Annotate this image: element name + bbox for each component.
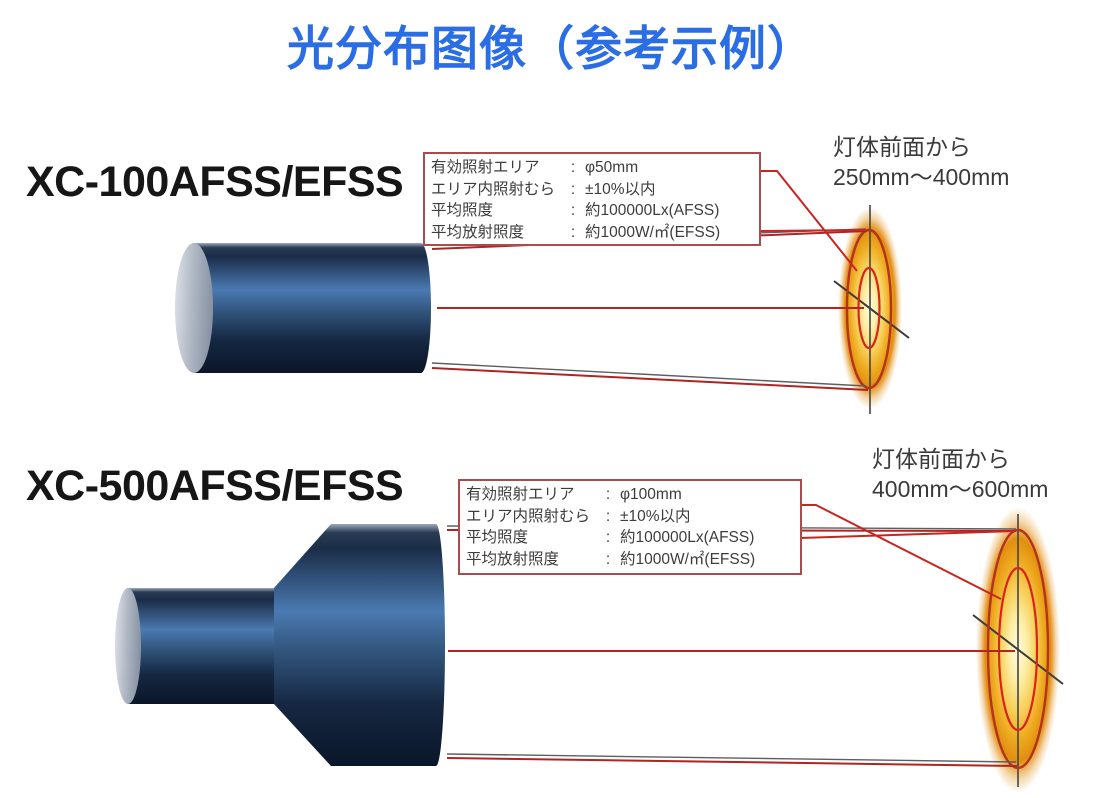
spec-row: 平均放射照度: 約1000W/㎡(EFSS)	[466, 549, 794, 571]
spec-colon: :	[570, 202, 576, 219]
spec-row: 平均照度: 約100000Lx(AFSS)	[431, 200, 753, 222]
xc500-lamp-head	[331, 524, 445, 766]
spec-colon: :	[570, 159, 576, 176]
xc100-spec-callout-lines	[759, 170, 867, 272]
spec-label: エリア内照射むら	[466, 507, 591, 525]
xc500-lamp-cap	[115, 588, 141, 704]
page-title: 光分布图像（参考示例）	[287, 22, 815, 75]
xc500-inner-area-ellipse	[997, 566, 1039, 732]
spec-colon: :	[605, 507, 611, 525]
xc500-outer-area-ellipse	[986, 528, 1050, 770]
xc500-spec-callout-lines	[799, 504, 1017, 600]
spec-label: 有効照射エリア	[431, 159, 540, 176]
spec-colon: :	[570, 223, 576, 241]
distance-label-xc500: 灯体前面から 400mm～600mm	[872, 444, 1048, 504]
spec-row: エリア内照射むら: ±10%以内	[466, 506, 794, 528]
spec-label: 平均照度	[431, 202, 494, 219]
spec-colon: :	[605, 550, 611, 568]
spec-row: 平均照度: 約100000Lx(AFSS)	[466, 527, 794, 549]
spec-row: エリア内照射むら: ±10%以内	[431, 179, 753, 201]
distance-line2: 250mm～400mm	[833, 164, 1010, 190]
model-label-xc500: XC-500AFSS/EFSS	[26, 462, 404, 510]
spec-box-xc100: 有効照射エリア: φ50mm エリア内照射むら: ±10%以内 平均照度: 約1000…	[423, 152, 761, 246]
distance-label-xc100: 灯体前面から 250mm～400mm	[833, 132, 1009, 192]
distance-line1: 灯体前面から	[833, 134, 971, 160]
spec-value: ±10%以内	[585, 180, 656, 198]
spec-colon: :	[605, 486, 611, 503]
model-label-xc100: XC-100AFSS/EFSS	[26, 158, 404, 206]
spec-value: ±10%以内	[620, 507, 691, 525]
spec-value: 約1000W/㎡(EFSS)	[585, 223, 721, 241]
spec-row: 平均放射照度: 約1000W/㎡(EFSS)	[431, 222, 753, 244]
spec-value: φ50mm	[585, 159, 639, 176]
distance-line2: 400mm～600mm	[872, 476, 1049, 502]
spec-label: 平均放射照度	[431, 223, 525, 241]
spec-value: 約100000Lx(AFSS)	[620, 529, 755, 546]
spec-colon: :	[570, 180, 576, 198]
spec-value: φ100mm	[620, 486, 682, 503]
spec-label: エリア内照射むら	[431, 180, 556, 198]
xc100-lamp-cap	[175, 243, 213, 373]
spec-label: 平均放射照度	[466, 550, 560, 568]
spec-row: 有効照射エリア: φ50mm	[431, 157, 753, 179]
spec-label: 有効照射エリア	[466, 486, 575, 503]
spec-label: 平均照度	[466, 529, 529, 546]
xc100-lamp-graphic	[175, 243, 431, 373]
spec-colon: :	[605, 529, 611, 546]
distance-line1: 灯体前面から	[872, 446, 1010, 472]
xc500-lamp-cone	[274, 524, 331, 766]
spec-value: 約1000W/㎡(EFSS)	[620, 550, 756, 568]
xc100-beam-lines	[431, 228, 869, 391]
spec-box-xc500: 有効照射エリア: φ100mm エリア内照射むら: ±10%以内 平均照度: 約100…	[458, 479, 802, 575]
xc500-lamp-graphic	[115, 524, 445, 766]
spec-row: 有効照射エリア: φ100mm	[466, 484, 794, 506]
spec-value: 約100000Lx(AFSS)	[585, 202, 720, 219]
